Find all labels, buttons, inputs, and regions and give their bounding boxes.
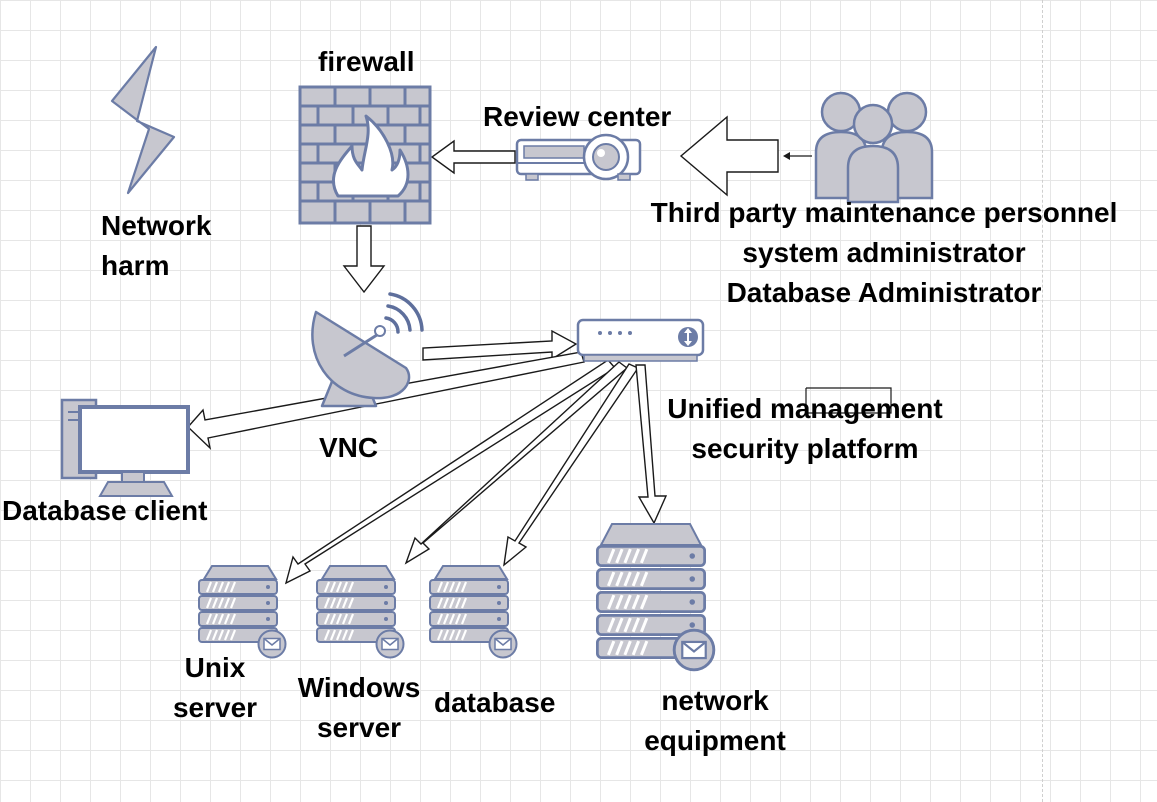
arrow-review-center-to-firewall	[430, 139, 516, 175]
server-icon	[198, 565, 287, 659]
windows-server-label-line2: server	[316, 712, 402, 743]
firewall-icon	[298, 85, 432, 225]
server-icon	[596, 523, 716, 672]
arrow-platform-to-database-client	[187, 351, 585, 451]
network-equipment-label-line1: network	[661, 685, 769, 716]
arrow-personnel-to-review-center	[679, 115, 779, 197]
arrow-platform-to-unix-server	[284, 359, 617, 585]
unix-server-label-line1: Unix	[184, 652, 246, 683]
arrow-platform-to-database	[503, 363, 640, 567]
satellite-dish-icon	[311, 292, 424, 408]
database-client-label: Database client	[2, 495, 208, 526]
vnc-label: VNC	[319, 432, 379, 463]
personnel-label-line3: Database Administrator	[726, 277, 1042, 308]
desktop-computer-icon	[60, 398, 190, 497]
platform-label-line2: security platform	[691, 433, 919, 464]
firewall-label: firewall	[318, 46, 415, 77]
router-icon	[576, 318, 705, 362]
personnel-label-line1: Third party maintenance personnel	[650, 197, 1118, 228]
server-icon	[429, 565, 518, 659]
lightning-bolt-icon	[110, 45, 176, 195]
network-harm-label-line2: harm	[101, 250, 170, 281]
personnel-label-line2: system administrator	[742, 237, 1026, 268]
arrow-platform-to-windows-server	[404, 361, 629, 565]
unix-server-label-line2: server	[172, 692, 258, 723]
review-center-label: Review center	[483, 101, 672, 132]
arrow-vnc-to-platform	[422, 329, 578, 361]
users-group-icon	[814, 91, 934, 204]
arrow-firewall-to-vnc	[342, 225, 386, 294]
projector-icon	[515, 133, 642, 181]
arrow-platform-to-network-equipment	[635, 364, 668, 525]
platform-label-line1: Unified management	[667, 393, 943, 424]
loop-arrow	[805, 387, 892, 414]
network-harm-label-line1: Network	[101, 210, 212, 241]
database-label: database	[434, 687, 556, 718]
arrow-personnel-connector-head	[783, 152, 790, 160]
network-equipment-label-line2: equipment	[644, 725, 786, 756]
guide-line	[1042, 0, 1043, 802]
arrows	[187, 115, 892, 585]
windows-server-label-line1: Windows	[297, 672, 421, 703]
server-icon	[316, 565, 405, 659]
